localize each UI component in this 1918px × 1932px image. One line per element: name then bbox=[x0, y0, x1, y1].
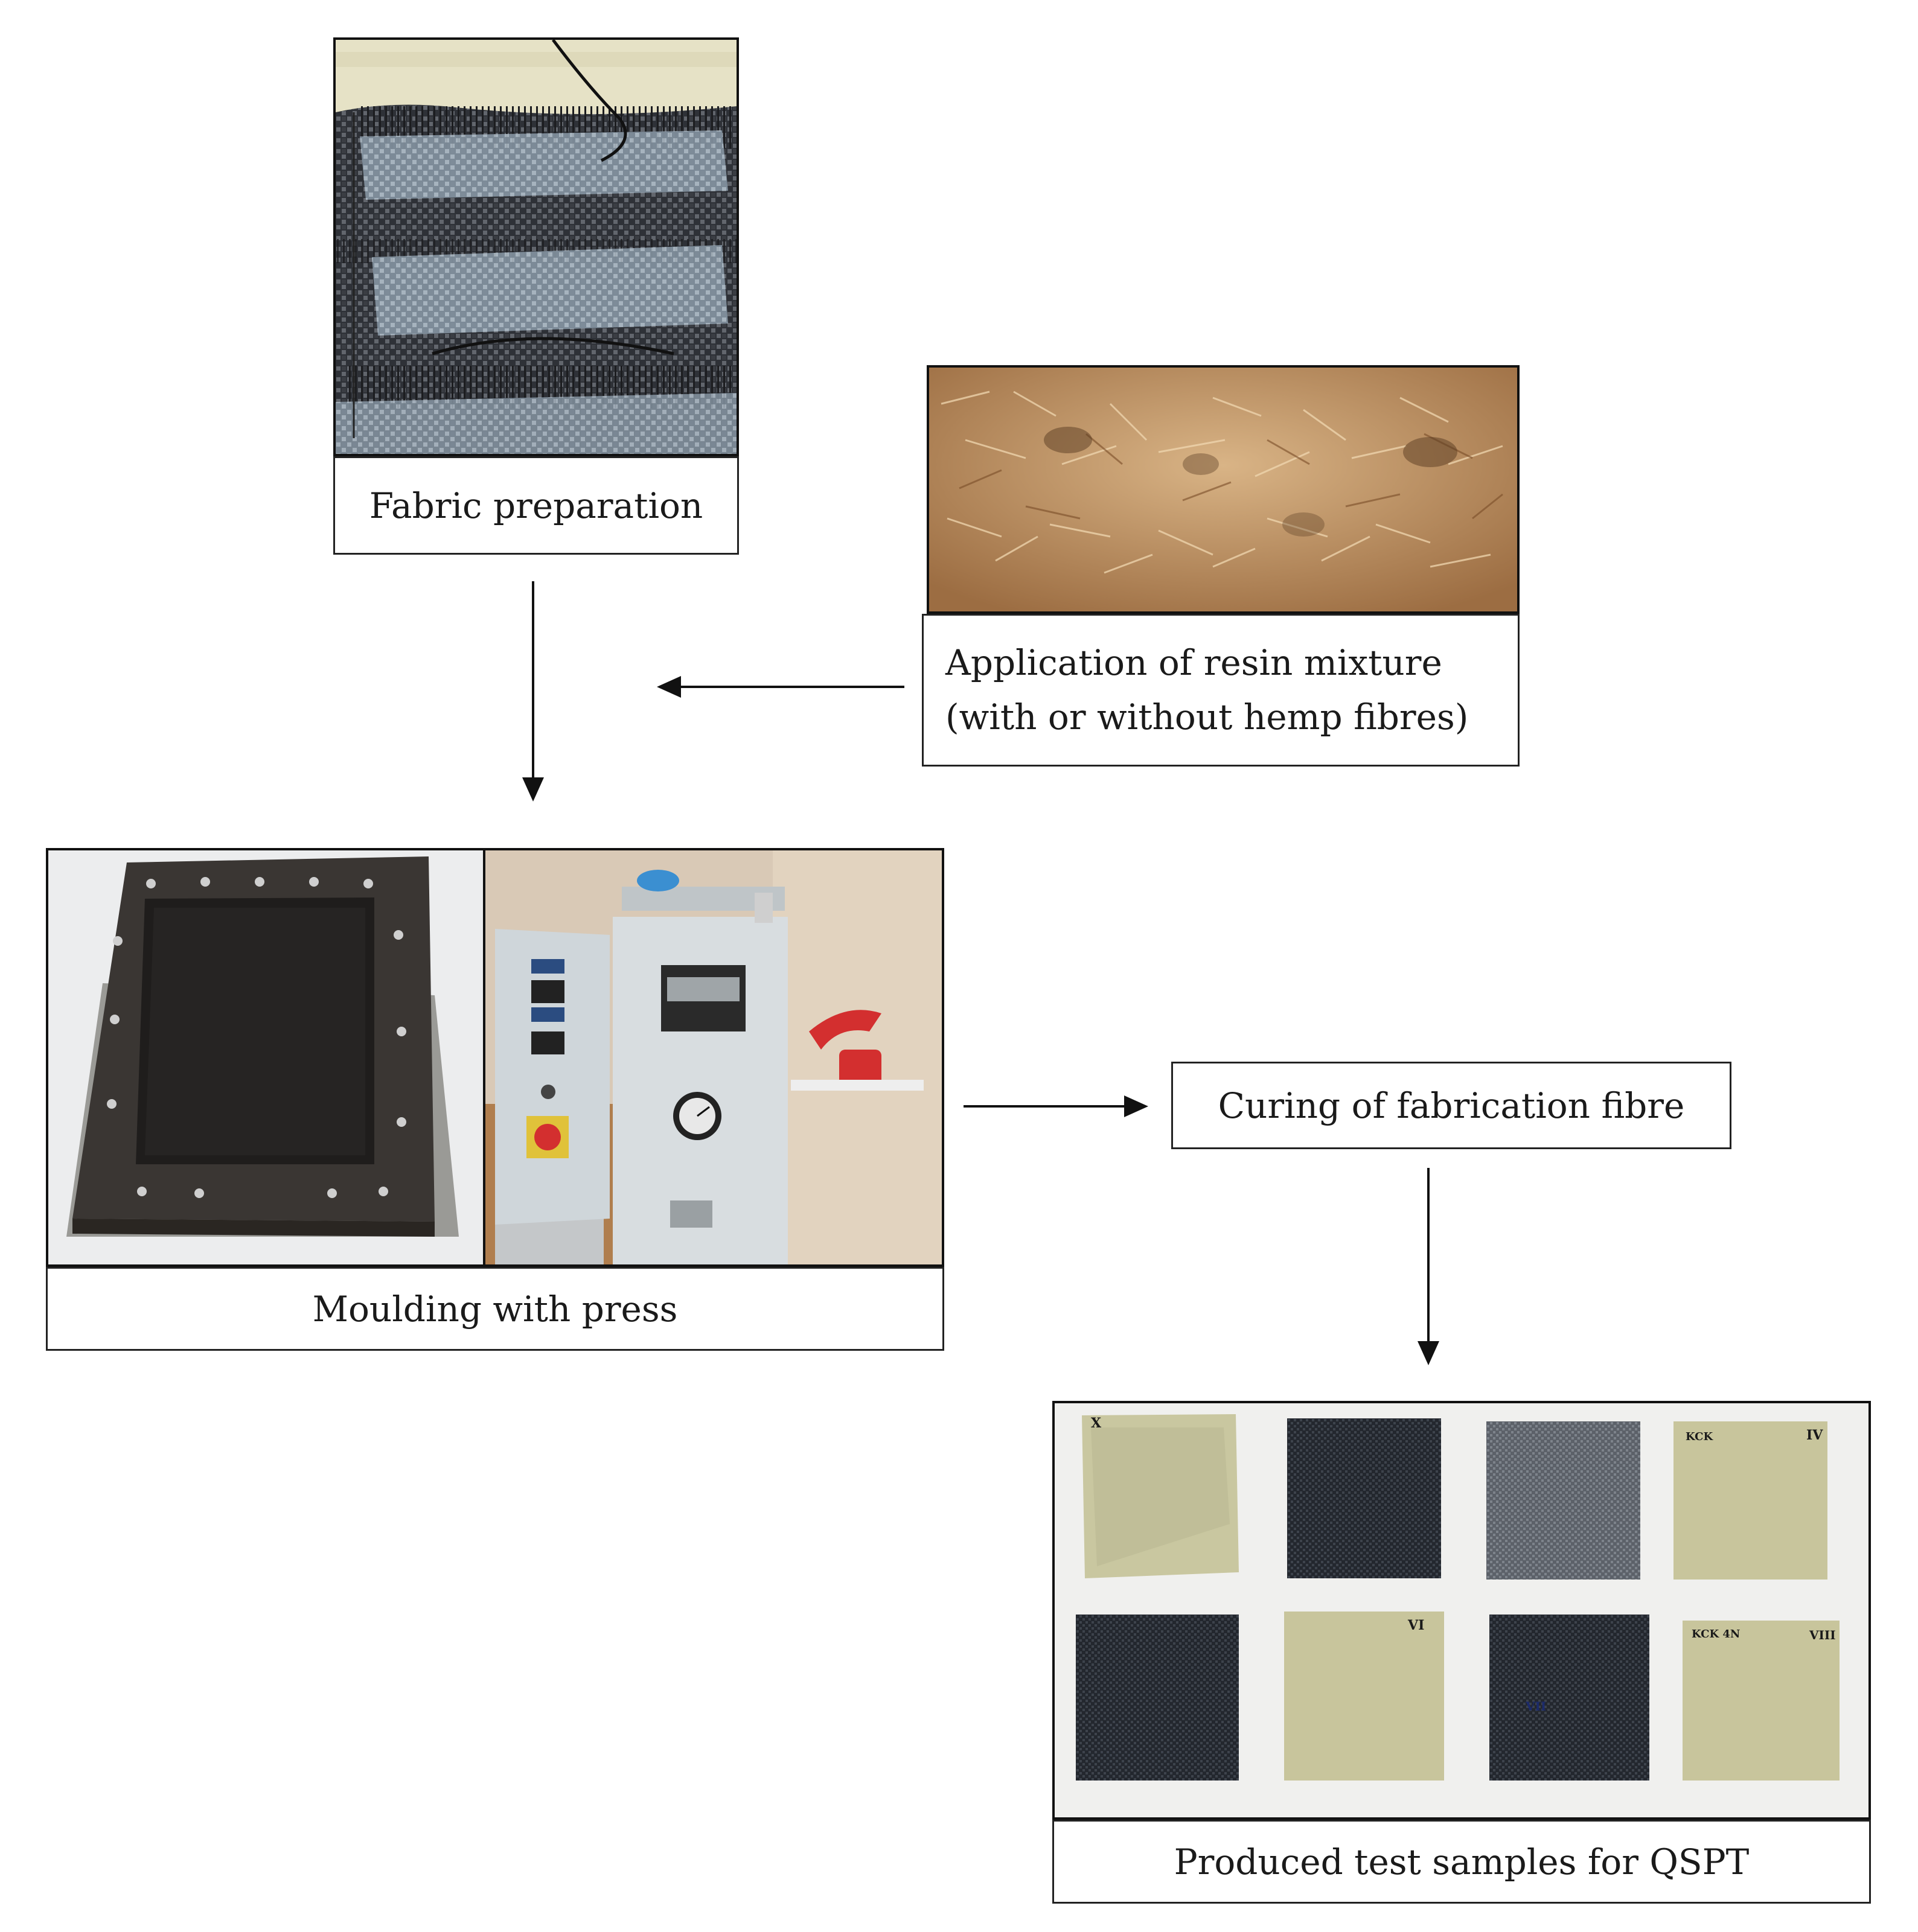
fabric-preparation-photo bbox=[333, 37, 739, 456]
arrow-curing-to-samples bbox=[1427, 1168, 1430, 1343]
sample-mark: KCK bbox=[1686, 1430, 1713, 1443]
arrow-moulding-to-curing bbox=[964, 1105, 1127, 1108]
moulding-label: Moulding with press bbox=[46, 1267, 944, 1351]
resin-label-line1: Application of resin mixture bbox=[945, 642, 1442, 683]
resin-application-label: Application of resin mixture (with or wi… bbox=[922, 614, 1520, 767]
curing-label: Curing of fabrication fibre bbox=[1171, 1062, 1731, 1149]
arrowhead-down-icon bbox=[1418, 1341, 1439, 1365]
hemp-fibres-photo bbox=[927, 365, 1520, 614]
sample-mark: IV bbox=[1806, 1427, 1823, 1443]
test-samples-label: Produced test samples for QSPT bbox=[1052, 1820, 1871, 1904]
arrowhead-right-icon bbox=[1124, 1095, 1148, 1117]
test-samples-photo: X IV KCK VI VII KCK 4N VIII bbox=[1052, 1401, 1871, 1820]
sample-mark: X bbox=[1091, 1415, 1102, 1431]
fabric-preparation-label: Fabric preparation bbox=[333, 456, 739, 555]
arrow-fabric-to-moulding bbox=[532, 581, 534, 780]
moulding-press-photo bbox=[46, 848, 944, 1267]
resin-label-line2: (with or without hemp fibres) bbox=[945, 696, 1469, 738]
sample-mark: VIII bbox=[1809, 1628, 1836, 1642]
sample-mark: VII bbox=[1526, 1699, 1547, 1714]
sample-mark: VI bbox=[1408, 1618, 1425, 1633]
arrowhead-down-icon bbox=[522, 777, 544, 802]
arrowhead-left-icon bbox=[657, 676, 681, 698]
arrow-resin-to-process bbox=[679, 686, 904, 688]
sample-mark: KCK 4N bbox=[1692, 1628, 1741, 1640]
